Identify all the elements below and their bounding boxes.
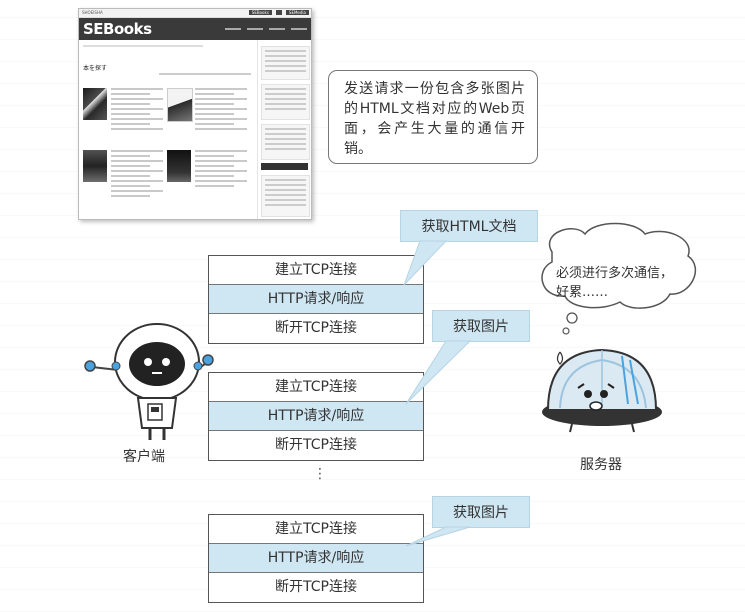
connection-stack-image-2: 建立TCP连接 HTTP请求/响应 断开TCP连接 (208, 514, 424, 603)
sidebar-box (261, 124, 310, 160)
book-cover-image (83, 88, 107, 120)
book-info-text (111, 88, 163, 133)
tcp-connect-row: 建立TCP连接 (209, 515, 423, 544)
server-thought-line-2: 好累…… (556, 285, 609, 300)
webpage-nav (225, 28, 307, 30)
server-label: 服务器 (580, 457, 622, 473)
webpage-publisher: SHOEISHA (82, 10, 103, 15)
book-info-text (195, 150, 247, 190)
http-request-row: HTTP请求/响应 (209, 544, 423, 573)
webpage-heading: 本を探す (83, 65, 108, 72)
book-cover-image (167, 150, 191, 182)
request-label-html: 获取HTML文档 (400, 210, 538, 242)
sidebar-box (261, 175, 310, 217)
webpage-sidebar (257, 40, 311, 219)
book-cover-image (167, 88, 193, 122)
webpage-main: 本を探す (79, 40, 255, 219)
sidebar-box (261, 84, 310, 120)
tcp-connect-row: 建立TCP连接 (209, 373, 423, 402)
book-cover-image (83, 150, 107, 182)
server-thought-line-1: 必须进行多次通信， (556, 266, 674, 281)
client-robot-icon (84, 323, 214, 440)
callout-text: 发送请求一份包含多张图片的HTML文档对应的Web页面，会产生大量的通信开销。 (344, 81, 525, 157)
book-info-text (111, 150, 163, 200)
webpage-site-tab (275, 10, 282, 15)
request-label-image: 获取图片 (432, 496, 530, 528)
webpage-logo: SEBooks (83, 20, 152, 38)
webpage-breadcrumb (83, 45, 203, 47)
connection-stack-image-1: 建立TCP连接 HTTP请求/响应 断开TCP连接 (208, 372, 424, 461)
http-request-row: HTTP请求/响应 (209, 285, 423, 314)
webpage-header: SEBooks (79, 18, 311, 40)
explanation-callout: 发送请求一份包含多张图片的HTML文档对应的Web页面，会产生大量的通信开销。 (328, 70, 538, 164)
connection-stack-html: 建立TCP连接 HTTP请求/响应 断开TCP连接 (208, 255, 424, 344)
webpage-site-tab: SEBooks (248, 10, 272, 15)
webpage-site-tab: SEMedia (285, 10, 309, 15)
tcp-connect-row: 建立TCP连接 (209, 256, 423, 285)
webpage-site-tabs: SEBooks SEMedia (248, 10, 309, 15)
callout-tail (403, 240, 448, 286)
client-label: 客户端 (123, 449, 165, 465)
request-label-image: 获取图片 (432, 310, 530, 342)
tcp-disconnect-row: 断开TCP连接 (275, 320, 357, 336)
sidebar-box (261, 46, 310, 80)
webpage-top-bar: SHOEISHA SEBooks SEMedia (79, 9, 311, 18)
book-info-text (195, 88, 247, 133)
server-dome-icon (542, 348, 662, 433)
sidebar-dark-bar (261, 163, 308, 170)
tcp-disconnect-row: 断开TCP连接 (275, 579, 357, 595)
tcp-disconnect-row: 断开TCP连接 (275, 437, 357, 453)
callout-tail (405, 340, 472, 405)
thought-bubble (541, 222, 697, 335)
http-request-row: HTTP请求/响应 (209, 402, 423, 431)
webpage-screenshot: SHOEISHA SEBooks SEMedia SEBooks 本を探す (78, 8, 312, 220)
webpage-pager (159, 73, 251, 75)
callout-tail (405, 526, 471, 547)
